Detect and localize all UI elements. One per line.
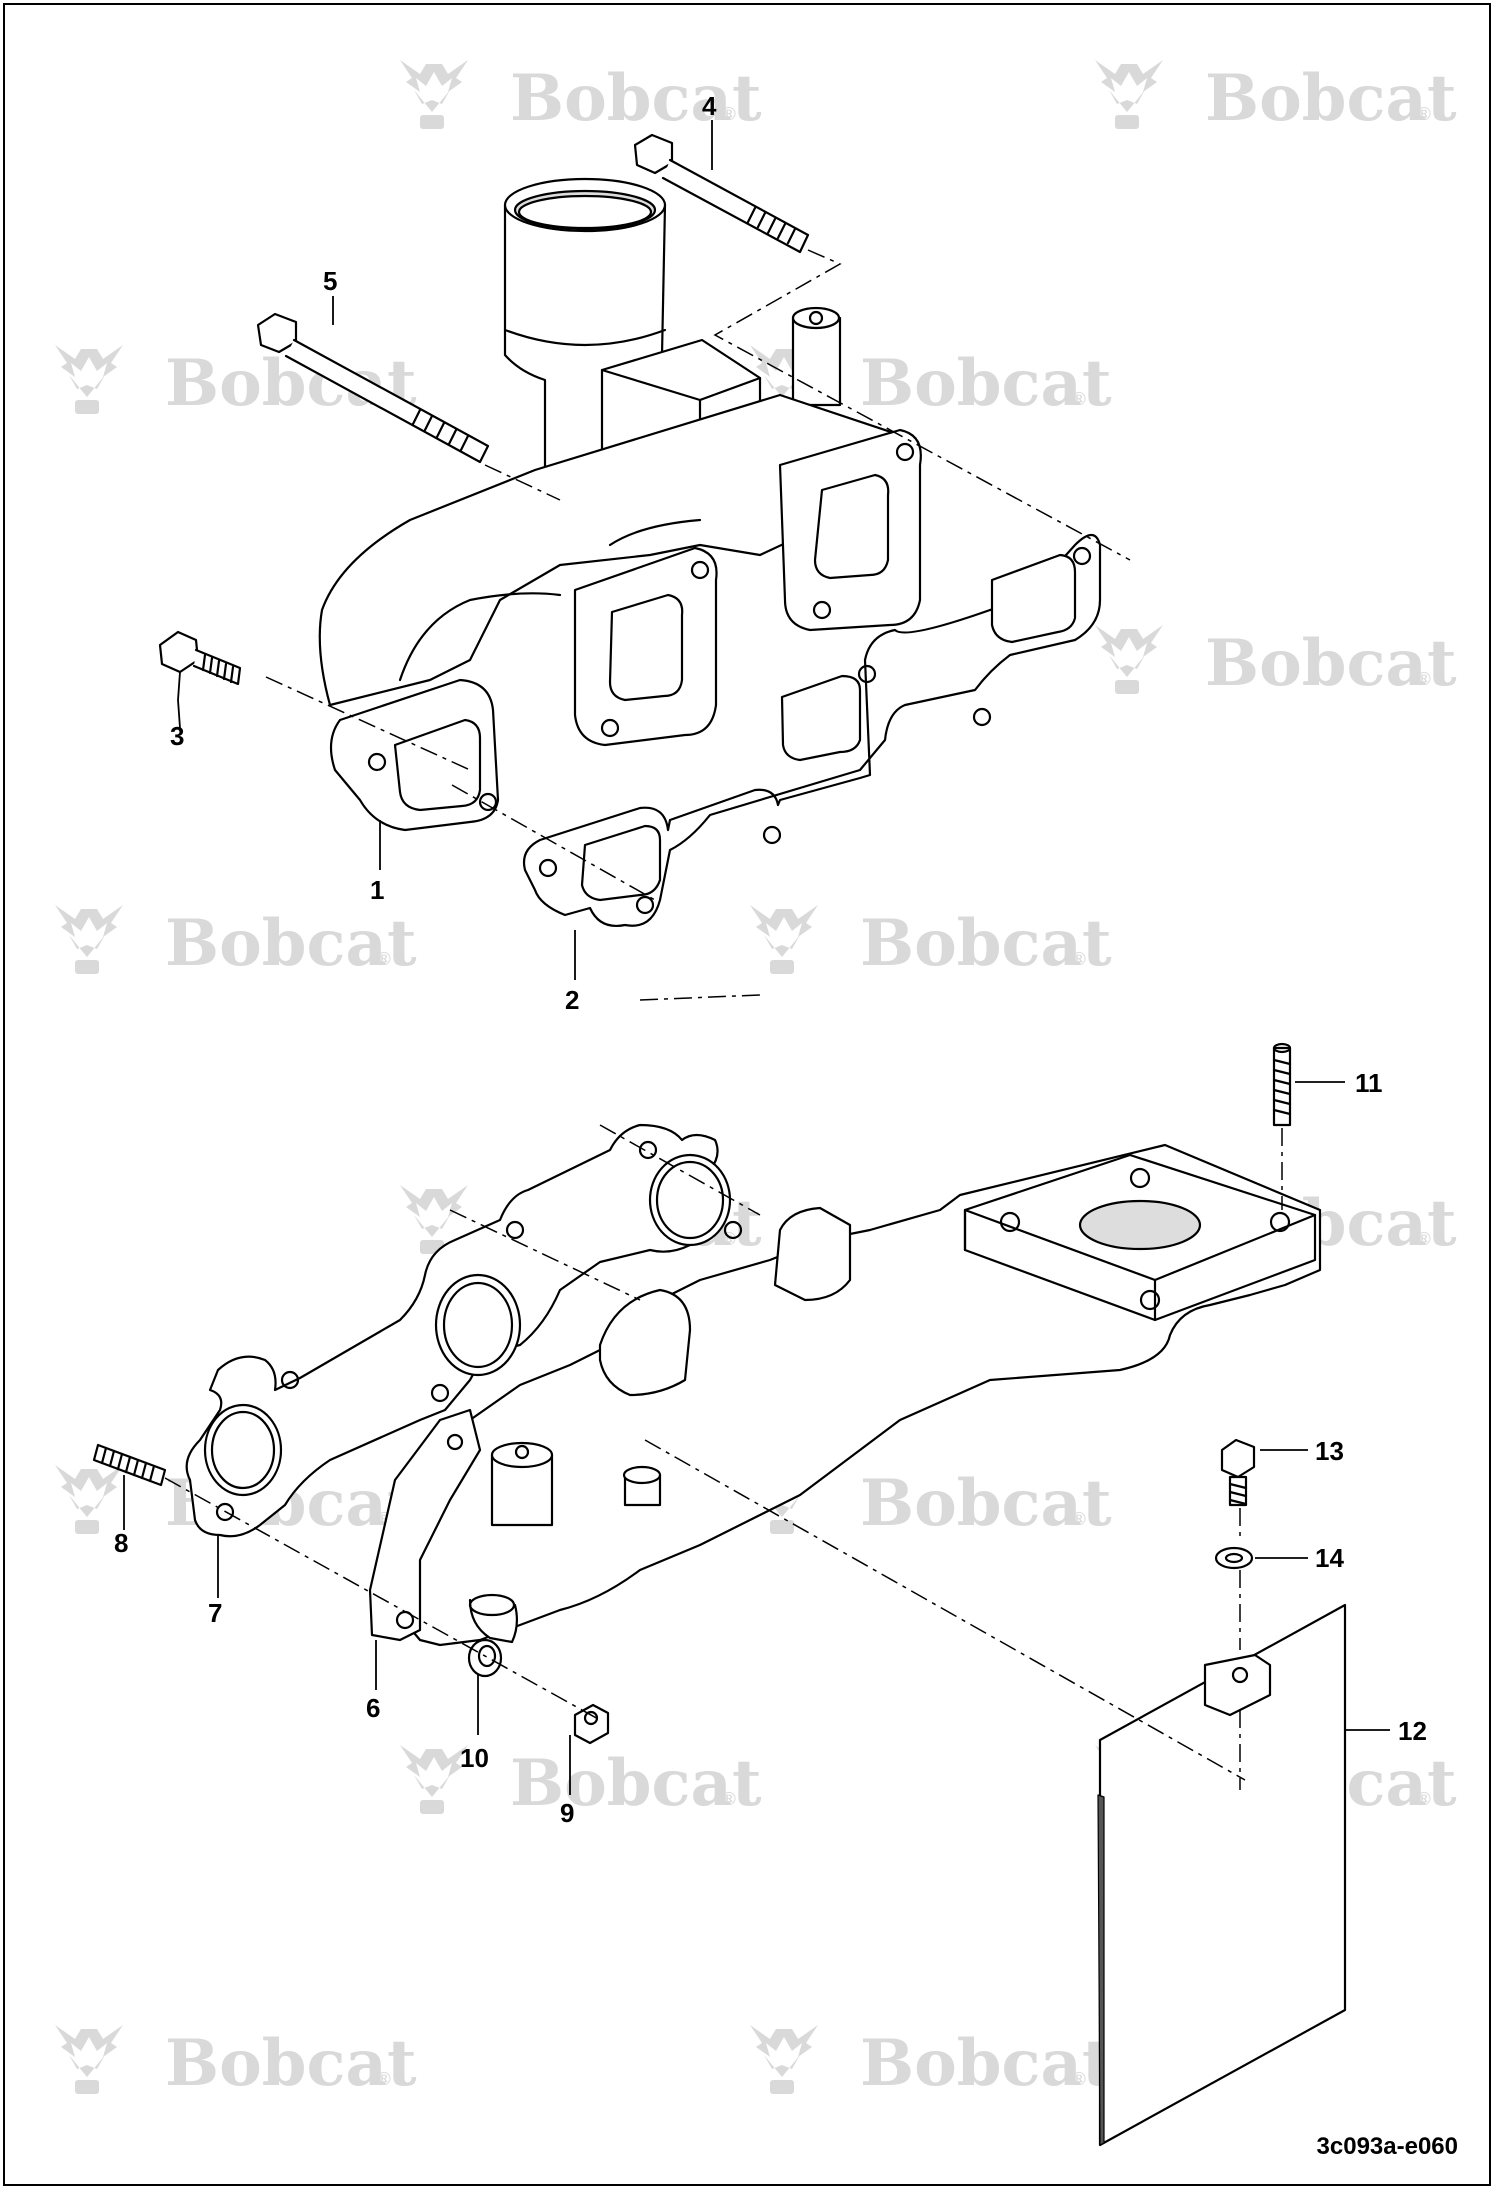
watermark: Bobcat®	[55, 2025, 417, 2101]
bobcat-logo-icon	[400, 1745, 468, 1814]
bobcat-logo-icon	[750, 2025, 818, 2094]
exhaust-manifold-lower	[368, 1143, 1322, 1647]
bobcat-logo-icon	[1095, 625, 1163, 694]
watermark: Bobcat®	[750, 1465, 1112, 1541]
gasket-lower	[185, 1123, 743, 1538]
callout-3: 3	[170, 721, 185, 751]
bolt-3	[158, 630, 242, 686]
watermark-registered-mark: ®	[1415, 1229, 1433, 1250]
bobcat-logo-icon	[400, 60, 468, 129]
watermark-registered-mark: ®	[1415, 669, 1433, 690]
callout-8: 8	[114, 1528, 129, 1558]
callout-1: 1	[370, 875, 385, 905]
bolt-5	[256, 312, 490, 464]
watermark-registered-mark: ®	[1070, 389, 1088, 410]
watermark: Bobcat®	[400, 1745, 762, 1821]
bobcat-logo-icon	[55, 905, 123, 974]
watermark-text: Bobcat	[165, 2026, 417, 2101]
watermark-text: Bobcat	[1205, 61, 1457, 136]
callout-10: 10	[460, 1743, 489, 1773]
stud-8	[92, 1443, 167, 1487]
bobcat-logo-icon	[55, 1465, 123, 1534]
washer-14	[1214, 1546, 1254, 1570]
watermark: Bobcat®	[55, 905, 417, 981]
callout-12: 12	[1398, 1716, 1427, 1746]
watermark-registered-mark: ®	[1070, 1509, 1088, 1530]
diagram-frame	[3, 3, 1491, 2186]
watermark-text: Bobcat	[510, 61, 762, 136]
watermark: Bobcat®	[750, 345, 1112, 421]
watermark-text: Bobcat	[165, 906, 417, 981]
callout-14: 14	[1315, 1543, 1344, 1573]
watermark: Bobcat®	[750, 2025, 1112, 2101]
stud-11	[1272, 1042, 1292, 1127]
callout-9: 9	[560, 1798, 575, 1828]
watermark: Bobcat®	[400, 60, 762, 136]
bobcat-logo-icon	[55, 2025, 123, 2094]
washer-10	[467, 1638, 503, 1678]
callout-2: 2	[565, 985, 580, 1015]
nut-9	[573, 1703, 610, 1745]
bolt-13	[1220, 1438, 1256, 1507]
bobcat-logo-icon	[1095, 60, 1163, 129]
gasket-upper	[522, 533, 1102, 927]
watermark-text: Bobcat	[1205, 626, 1457, 701]
watermark-registered-mark: ®	[720, 1789, 738, 1810]
watermark-text: Bobcat	[860, 2026, 1112, 2101]
watermark-registered-mark: ®	[1070, 949, 1088, 970]
watermark-text: Bobcat	[860, 1466, 1112, 1541]
watermark-registered-mark: ®	[1070, 2069, 1088, 2090]
watermark-text: Bobcat	[860, 906, 1112, 981]
bobcat-logo-icon	[750, 905, 818, 974]
callout-6: 6	[366, 1693, 381, 1723]
watermark-text: Bobcat	[510, 1746, 762, 1821]
drawing-code: 3c093a-e060	[1316, 2133, 1458, 2160]
bolt-4	[633, 133, 810, 254]
callout-11: 11	[1355, 1068, 1383, 1098]
callout-7: 7	[208, 1598, 223, 1628]
callout-4: 4	[702, 91, 717, 121]
watermark-registered-mark: ®	[720, 1229, 738, 1250]
watermark-text: Bobcat	[860, 346, 1112, 421]
heat-shield-12	[1097, 1603, 1347, 2147]
watermark-registered-mark: ®	[720, 104, 738, 125]
bobcat-logo-icon	[55, 345, 123, 414]
exhaust-manifold-upper	[318, 177, 922, 832]
watermark-registered-mark: ®	[375, 2069, 393, 2090]
callout-5: 5	[323, 266, 338, 296]
watermark: Bobcat®	[750, 905, 1112, 981]
watermark-registered-mark: ®	[1415, 104, 1433, 125]
watermark: Bobcat®	[1095, 60, 1457, 136]
callout-13: 13	[1315, 1436, 1344, 1466]
watermark-registered-mark: ®	[375, 949, 393, 970]
watermark: Bobcat®	[1095, 625, 1457, 701]
watermark-registered-mark: ®	[1415, 1789, 1433, 1810]
